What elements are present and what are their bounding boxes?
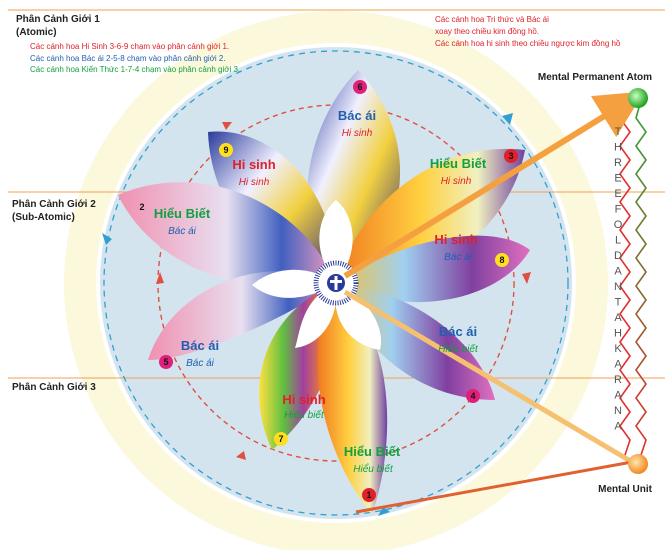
petal-4-sub: Hiểu biết [438, 343, 479, 355]
petal-8-main: Hi sinh [434, 232, 477, 247]
legend-right-2: xoay theo chiều kim đồng hồ. [435, 27, 539, 36]
petal-2-main: Hiểu Biết [154, 206, 211, 221]
petal-6-num: 6 [357, 82, 362, 92]
petal-5-main: Bác ái [181, 338, 219, 353]
arrow-blue-3 [378, 507, 390, 516]
petal-8 [336, 235, 530, 303]
petal-4-num: 4 [470, 391, 475, 401]
plane-2-sub: (Sub-Atomic) [12, 212, 75, 223]
ray-to-unit-top [343, 289, 634, 465]
antahkarana-thread-red [619, 103, 631, 459]
petal-3-main: Hiểu Biết [430, 156, 487, 171]
arrow-red-1 [522, 272, 531, 284]
plane-labels: Phân Cảnh Giới 1 (Atomic) Phân Cảnh Giới… [12, 14, 100, 393]
petal-1-num: 1 [366, 490, 371, 500]
petal-7-sub: Hiểu biết [284, 409, 325, 421]
petal-2 [118, 182, 336, 289]
petal-7-main: Hi sinh [282, 392, 325, 407]
petal-9-main: Hi sinh [232, 157, 275, 172]
petal-5-sub: Bác ái [186, 358, 215, 369]
ray-to-unit-bottom [355, 460, 633, 514]
ray-to-atom [343, 91, 645, 279]
legend-left-3: Các cánh hoa Kiến Thức 1-7-4 chạm vào ph… [30, 65, 240, 74]
plane-3-title: Phân Cảnh Giới 3 [12, 382, 96, 393]
petal-5-num: 5 [163, 357, 168, 367]
legend-right-1: Các cánh hoa Tri thức và Bác ái [435, 15, 549, 24]
plane-1-title: Phân Cảnh Giới 1 [16, 14, 100, 25]
legend-left: Các cánh hoa Hi Sinh 3-6-9 chạm vào phân… [30, 42, 240, 74]
arrow-red-2 [156, 272, 164, 284]
petal-8-num: 8 [499, 255, 504, 265]
legend-right: Các cánh hoa Tri thức và Bác ái xoay the… [435, 15, 621, 48]
outer-dashed-circle [103, 50, 569, 516]
mental-permanent-atom-label: Mental Permanent Atom [538, 72, 652, 83]
petal-4-main: Bác ái [439, 324, 477, 339]
petal-1-main: Hiểu Biết [344, 444, 401, 459]
petal-6-main: Bác ái [338, 108, 376, 123]
legend-right-3: Các cánh hoa hi sinh theo chiều ngược ki… [435, 39, 621, 48]
arrow-red-3 [236, 451, 246, 460]
mental-permanent-atom-sphere [628, 88, 648, 108]
legend-left-2: Các cánh hoa Bác ái 2-5-8 chạm vào phân … [30, 54, 226, 63]
petal-7-num: 7 [278, 434, 283, 444]
mental-unit-label: Mental Unit [598, 484, 653, 495]
plane-2-title: Phân Cảnh Giới 2 [12, 199, 96, 210]
petal-numbers: 6 9 3 2 8 5 4 7 1 [139, 80, 518, 502]
mental-unit-sphere [628, 454, 648, 474]
petal-8-sub: Bác ái [444, 252, 473, 263]
antahkarana-thread-green [635, 103, 647, 459]
arrow-blue-1 [502, 113, 513, 125]
petal-3-num: 3 [508, 151, 513, 161]
petal-2-num: 2 [139, 202, 144, 212]
petal-1-sub: Hiểu biết [353, 463, 394, 475]
plane-1-sub: (Atomic) [16, 27, 57, 38]
petal-9-sub: Hi sinh [239, 177, 270, 188]
arrow-red-4 [222, 122, 232, 130]
petal-labels: Bác ái Hi sinh Hi sinh Hi sinh Hiểu Biết… [154, 108, 487, 475]
legend-left-1: Các cánh hoa Hi Sinh 3-6-9 chạm vào phân… [30, 42, 229, 51]
petal-2-sub: Bác ái [168, 226, 197, 237]
petal-9-num: 9 [223, 145, 228, 155]
arrow-blue-2 [102, 233, 112, 245]
petal-6-sub: Hi sinh [342, 128, 373, 139]
petal-3-sub: Hi sinh [441, 176, 472, 187]
